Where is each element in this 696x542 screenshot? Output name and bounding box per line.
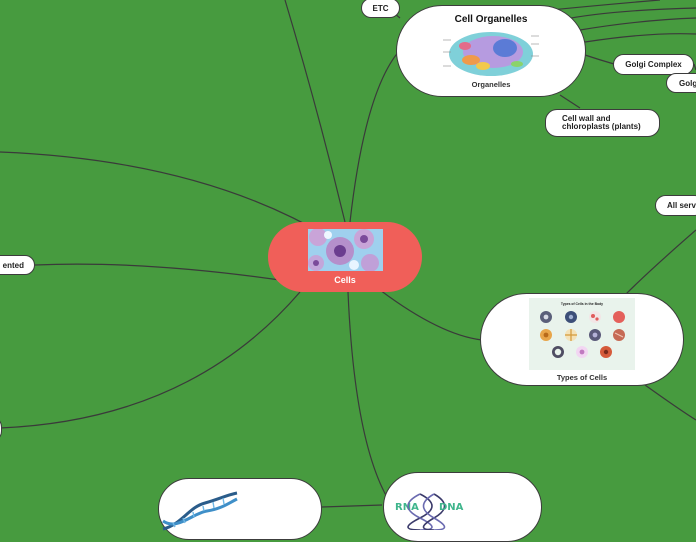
link-top (284, 0, 346, 223)
link-top-right-2 (559, 7, 696, 21)
node-etc-label: ETC (372, 3, 389, 13)
link-left-mid (34, 263, 301, 284)
cells-image (307, 229, 383, 271)
dna-helix-image (162, 491, 238, 531)
link-top-right-3 (579, 17, 696, 31)
link-golgi-complex (584, 54, 615, 65)
central-node-cells[interactable]: Cells (268, 222, 422, 292)
rna-dna-image: RNA DNA (395, 493, 464, 530)
rna-label: RNA (395, 502, 419, 513)
node-ented[interactable]: ented (0, 255, 35, 275)
organelles-caption: Organelles (471, 79, 511, 89)
organelles-image-title: Cell Organelles (454, 13, 528, 25)
link-golgi (584, 33, 696, 43)
central-label: Cells (334, 275, 356, 285)
link-types (379, 289, 483, 341)
types-image-title: Types of Cells in the Body (561, 302, 603, 306)
node-golgi-complex[interactable]: Golgi Complex (613, 54, 694, 75)
node-cell-wall[interactable]: Cell wall and chloroplasts (plants) (545, 109, 660, 137)
node-cell-wall-label: Cell wall and chloroplasts (plants) (562, 113, 641, 131)
types-caption: Types of Cells (556, 372, 608, 382)
link-dna (321, 504, 383, 508)
node-golgi[interactable]: Golgi (666, 73, 696, 93)
node-all-serv-label: All serv (667, 201, 696, 210)
link-allserv-a (624, 229, 696, 296)
node-golgi-complex-label: Golgi Complex (625, 60, 682, 69)
cell-organelles-image (443, 31, 539, 76)
link-left-upper (0, 151, 331, 239)
node-all-serv[interactable]: All serv (655, 195, 696, 216)
node-etc[interactable]: ETC (361, 0, 400, 18)
dna-label: DNA (439, 502, 464, 513)
link-types-right (644, 384, 696, 421)
node-rna-dna[interactable]: RNA DNA (383, 472, 542, 542)
types-of-cells-image: Types of Cells in the Body (529, 297, 635, 370)
node-golgi-label: Golgi (679, 78, 696, 88)
node-ented-label: ented (2, 260, 24, 270)
link-organelles (349, 49, 401, 223)
link-rna (347, 291, 396, 511)
link-cellwall (559, 94, 581, 109)
node-organelles[interactable]: Cell Organelles Organelles (396, 5, 586, 97)
link-left-lower (0, 291, 301, 429)
node-dna-helix[interactable] (158, 478, 322, 540)
node-types-of-cells[interactable]: Types of Cells in the Body Types of Cell… (480, 293, 684, 386)
